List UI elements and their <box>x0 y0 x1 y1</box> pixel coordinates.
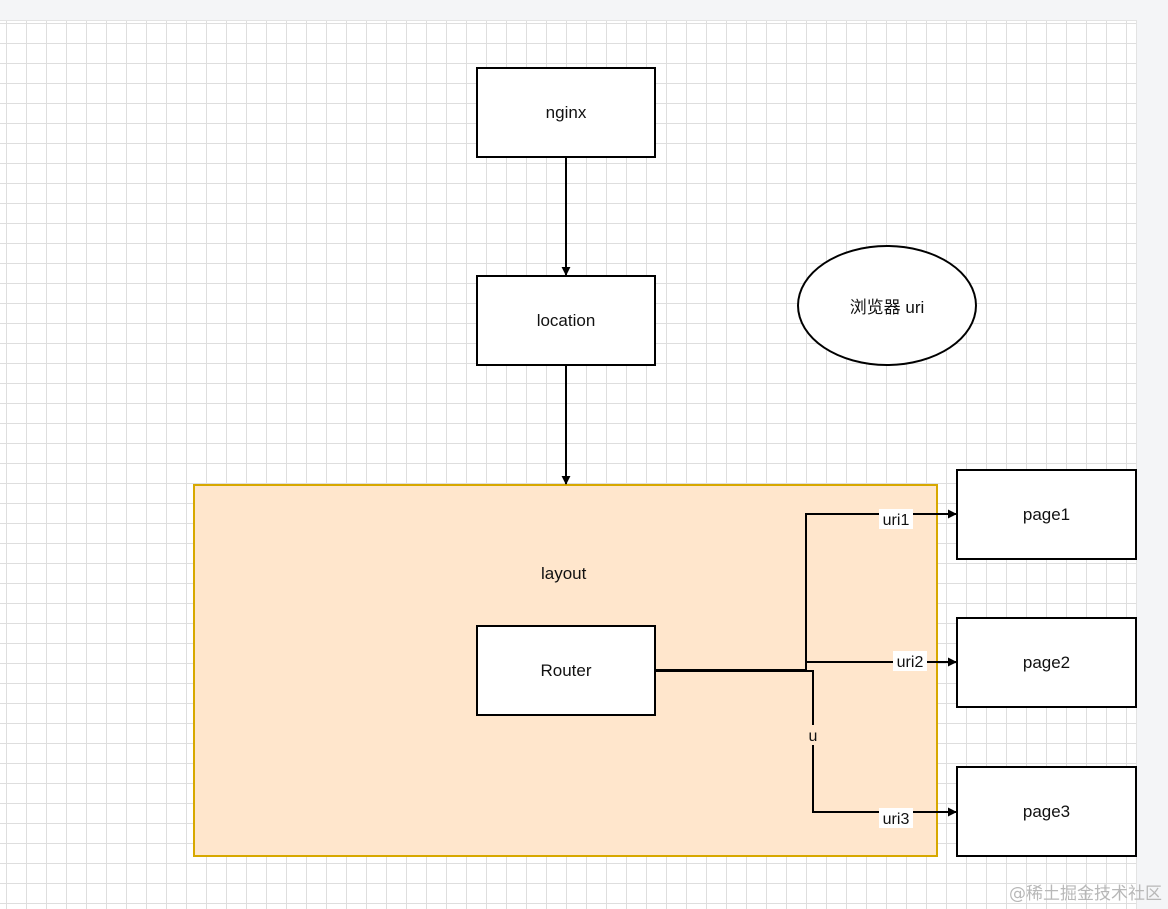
edge-label-uri2: uri2 <box>897 654 924 671</box>
edge-label-uri3: uri3 <box>883 811 910 828</box>
edge-label-uri1: uri1 <box>883 512 910 529</box>
watermark: @稀土掘金技术社区 <box>1009 879 1162 904</box>
edge-router-to-page1[interactable] <box>656 514 956 670</box>
edge-label-u: u <box>809 728 818 745</box>
